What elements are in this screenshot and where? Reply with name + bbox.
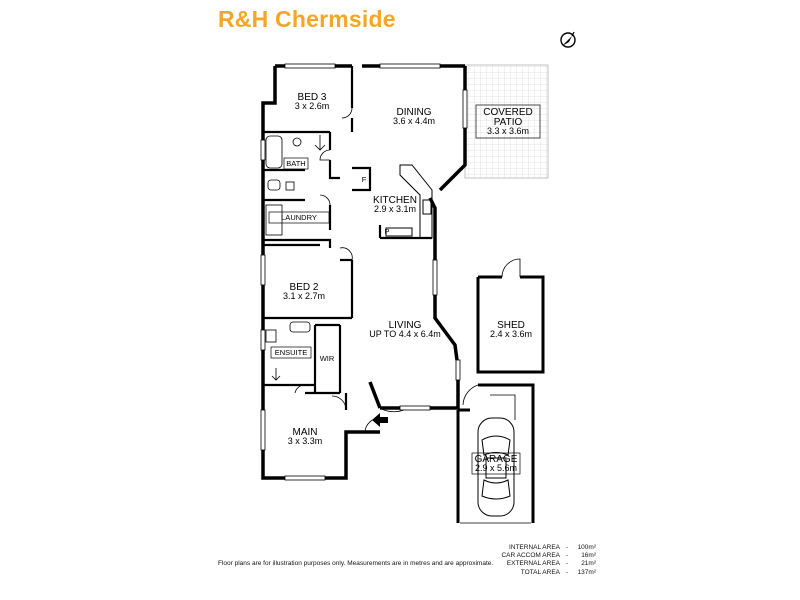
kitchen-benchtop (385, 164, 433, 239)
room-size-main: 3 x 3.3m (288, 436, 323, 446)
room-size-living: UP TO 4.4 x 6.4m (369, 329, 441, 339)
room-size-bed2: 3.1 x 2.7m (283, 291, 325, 301)
area-value: 100m² (577, 544, 596, 551)
room-label-garage: GARAGE (475, 454, 518, 465)
area-sep: - (565, 552, 569, 560)
room-label-kitchen: KITCHEN (373, 195, 417, 206)
room-size-kitchen: 2.9 x 3.1m (374, 204, 416, 214)
room-size-bed3: 3 x 2.6m (295, 101, 330, 111)
small-room-label-boxes (268, 104, 541, 475)
room-label-dining: DINING (397, 107, 432, 118)
brand-title: R&H Chermside (218, 6, 396, 32)
area-summary: INTERNAL AREA - 100m² CAR ACCOM AREA - 1… (488, 544, 596, 577)
fridge-label: F (362, 175, 367, 184)
pantry-label: P (384, 227, 389, 236)
area-label: INTERNAL AREA (508, 544, 560, 551)
area-sep: - (565, 560, 569, 568)
bathroom-fixtures (265, 135, 326, 381)
room-label-bed2: BED 2 (290, 282, 319, 293)
room-label-patio-2: PATIO (494, 117, 523, 128)
area-row-car: CAR ACCOM AREA - 16m² (488, 552, 596, 560)
room-size-dining: 3.6 x 4.4m (393, 116, 435, 126)
shed-structure (476, 258, 545, 374)
room-label-laundry: LAUNDRY (281, 213, 317, 222)
room-label-ensuite: ENSUITE (275, 348, 308, 357)
area-row-internal: INTERNAL AREA - 100m² (488, 544, 596, 552)
area-row-total: TOTAL AREA - 137m² (488, 569, 596, 577)
room-label-living: LIVING (389, 320, 422, 331)
room-label-patio-1: COVERED (483, 107, 532, 118)
room-label-main: MAIN (293, 427, 318, 438)
room-label-shed: SHED (497, 320, 525, 331)
interior-walls (263, 66, 432, 410)
covered-patio-area (464, 64, 549, 179)
room-size-garage: 2.9 x 5.6m (475, 463, 517, 473)
area-sep: - (565, 568, 569, 576)
area-label: CAR ACCOM AREA (501, 552, 560, 560)
area-value: 16m² (581, 552, 596, 560)
car-icon (477, 417, 515, 517)
area-row-external: EXTERNAL AREA - 21m² (488, 560, 596, 568)
room-labels: BED 3 3 x 2.6m DINING 3.6 x 4.4m COVERED… (275, 92, 533, 473)
room-label-wir: WIR (320, 354, 335, 363)
room-size-shed: 2.4 x 3.6m (490, 329, 532, 339)
area-label: EXTERNAL AREA (506, 560, 560, 568)
garage-structure (456, 383, 535, 524)
area-sep: - (565, 544, 569, 551)
room-label-bath: BATH (286, 159, 305, 168)
area-label: TOTAL AREA (520, 568, 560, 576)
area-value: 21m² (581, 560, 596, 568)
disclaimer-text: Floor plans are for illustration purpose… (218, 560, 494, 567)
north-compass-icon (560, 31, 576, 48)
room-label-bed3: BED 3 (298, 92, 327, 103)
windows (260, 63, 468, 481)
room-size-patio: 3.3 x 3.6m (487, 126, 529, 136)
entry-arrow-icon (372, 413, 388, 427)
area-value: 137m² (577, 568, 596, 576)
